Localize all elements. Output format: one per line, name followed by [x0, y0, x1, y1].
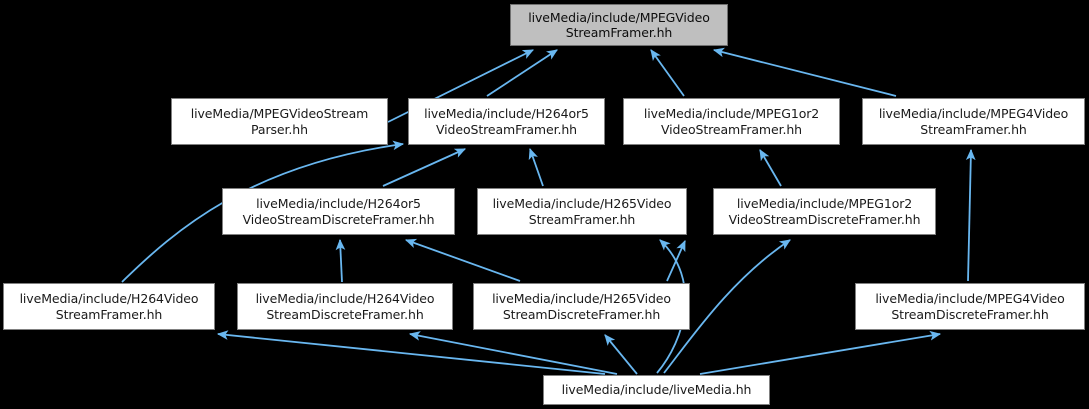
graph-node-label: liveMedia/include/H265Video StreamFramer… — [492, 196, 672, 227]
dependency-edge — [382, 148, 466, 187]
graph-node-mpeg4videostreamdiscreteframer[interactable]: liveMedia/include/MPEG4Video StreamDiscr… — [855, 283, 1085, 330]
graph-node-label: liveMedia/MPEGVideoStream Parser.hh — [190, 106, 369, 137]
dependency-edge — [965, 148, 976, 282]
graph-node-h264or5videostreamframer[interactable]: liveMedia/include/H264or5 VideoStreamFra… — [408, 98, 605, 145]
dependency-edge — [404, 238, 521, 282]
graph-node-mpegvideostreamparser[interactable]: liveMedia/MPEGVideoStream Parser.hh — [171, 98, 388, 145]
dependency-edge — [650, 49, 685, 97]
dependency-edge — [408, 331, 618, 375]
graph-node-h264videostreamdiscreteframer[interactable]: liveMedia/include/H264Video StreamDiscre… — [237, 283, 453, 330]
dependency-edge — [759, 149, 782, 187]
dependency-edge — [666, 240, 686, 282]
dependency-edge — [699, 330, 942, 375]
graph-node-mpegvideostreamframer[interactable]: liveMedia/include/MPEGVideo StreamFramer… — [510, 4, 728, 46]
graph-node-label: liveMedia/include/H264or5 VideoStreamDis… — [242, 196, 435, 227]
graph-node-h265videostreamframer[interactable]: liveMedia/include/H265Video StreamFramer… — [477, 188, 687, 235]
dependency-edge — [528, 147, 544, 187]
dependency-edge — [216, 330, 606, 375]
graph-node-livemedia[interactable]: liveMedia/include/liveMedia.hh — [543, 375, 770, 405]
graph-node-mpeg4videostreamframer[interactable]: liveMedia/include/MPEG4Video StreamFrame… — [862, 98, 1085, 145]
dependency-edge — [335, 238, 346, 283]
dependency-edge — [604, 334, 638, 375]
dependency-edge — [712, 47, 897, 97]
graph-node-label: liveMedia/include/H264or5 VideoStreamFra… — [424, 106, 589, 137]
graph-node-label: liveMedia/include/liveMedia.hh — [561, 382, 752, 398]
graph-node-h265videostreamdiscreteframer[interactable]: liveMedia/include/H265Video StreamDiscre… — [473, 283, 690, 330]
graph-node-label: liveMedia/include/MPEG1or2 VideoStreamDi… — [728, 196, 921, 227]
graph-node-label: liveMedia/include/MPEG4Video StreamDiscr… — [875, 291, 1065, 322]
graph-node-h264or5videostreamdiscreteframer[interactable]: liveMedia/include/H264or5 VideoStreamDis… — [222, 188, 455, 235]
graph-node-label: liveMedia/include/MPEG1or2 VideoStreamFr… — [643, 106, 820, 137]
graph-node-mpeg1or2videostreamdiscreteframer[interactable]: liveMedia/include/MPEG1or2 VideoStreamDi… — [713, 188, 936, 235]
graph-node-label: liveMedia/include/H265Video StreamDiscre… — [492, 291, 671, 322]
graph-node-label: liveMedia/include/H264Video StreamDiscre… — [255, 291, 435, 322]
graph-node-label: liveMedia/include/MPEG4Video StreamFrame… — [878, 106, 1069, 137]
graph-node-h264videostreamframer[interactable]: liveMedia/include/H264Video StreamFramer… — [3, 283, 215, 330]
graph-node-label: liveMedia/include/H264Video StreamFramer… — [19, 291, 199, 322]
graph-node-label: liveMedia/include/MPEGVideo StreamFramer… — [528, 9, 710, 41]
graph-node-mpeg1or2videostreamframer[interactable]: liveMedia/include/MPEG1or2 VideoStreamFr… — [623, 98, 840, 145]
dependency-edge — [486, 49, 558, 97]
